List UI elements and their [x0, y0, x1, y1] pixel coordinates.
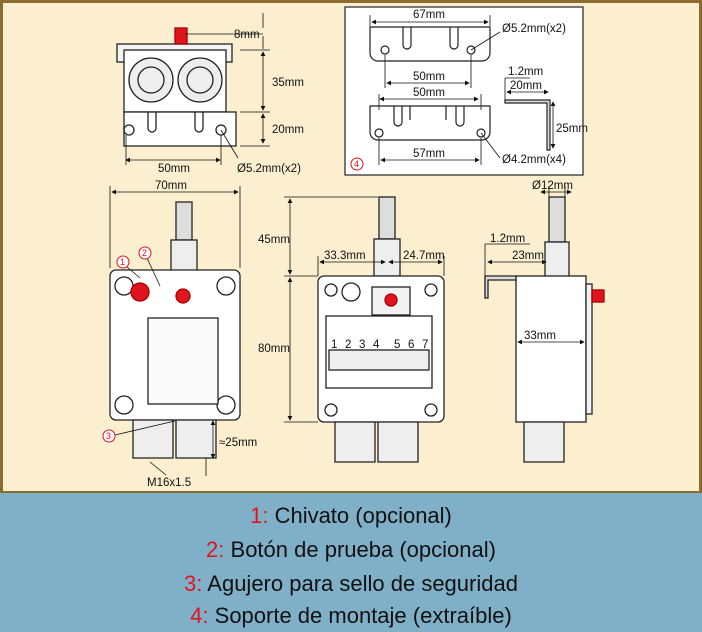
open-view-dims: [284, 196, 445, 423]
dim-hole-5-2: Ø5.2mm(x2): [237, 163, 301, 175]
bracket-dims: [369, 15, 556, 165]
dim-35mm: 35mm: [272, 77, 304, 89]
bracket-view: [369, 26, 551, 151]
callout-3: 3: [106, 431, 111, 441]
dim-33mm: 33mm: [524, 330, 556, 342]
front-view: [109, 201, 241, 459]
legend-number: 4:: [190, 603, 209, 628]
terminal-3: 3: [359, 339, 365, 351]
dim-50mm-a: 50mm: [413, 71, 445, 83]
legend-text: Botón de prueba (opcional): [224, 537, 496, 562]
terminal-7: 7: [422, 339, 428, 351]
dim-24-7mm: 24.7mm: [403, 250, 445, 262]
top-view-dims: [125, 13, 270, 165]
dim-12mm: Ø12mm: [532, 180, 573, 192]
dim-1-2mm: 1.2mm: [508, 66, 543, 78]
dim-20mm: 20mm: [272, 124, 304, 136]
callout-2: 2: [142, 248, 147, 258]
technical-drawing: 8mm 35mm 20mm 50mm Ø5.2mm(x2) 67mm Ø5.2m…: [102, 6, 605, 489]
dim-25mm: 25mm: [556, 123, 588, 135]
callout-1: 1: [120, 257, 125, 267]
dim-50mm: 50mm: [158, 163, 190, 175]
callout-3-marker: [102, 429, 116, 443]
legend-text: Agujero para sello de seguridad: [202, 571, 518, 596]
dim-hole-4-2: Ø4.2mm(x4): [502, 154, 566, 166]
callout-1-marker: [116, 255, 130, 269]
side-view: [484, 196, 605, 463]
legend-number: 3:: [184, 571, 203, 596]
legend-number: 2:: [206, 537, 225, 562]
legend-panel: 1: Chivato (opcional) 2: Botón de prueba…: [0, 491, 702, 632]
legend-item-2: 2: Botón de prueba (opcional): [0, 537, 702, 563]
dim-1-2mm-side: 1.2mm: [490, 233, 525, 245]
side-view-dims: [484, 186, 585, 345]
legend-item-3: 3: Agujero para sello de seguridad: [0, 571, 702, 597]
legend-number: 1:: [250, 503, 269, 528]
dim-57mm: 57mm: [413, 148, 445, 160]
terminal-6: 6: [408, 339, 414, 351]
terminal-1: 1: [331, 339, 337, 351]
legend-item-4: 4: Soporte de montaje (extraíble): [0, 603, 702, 629]
open-view: [317, 196, 445, 463]
dim-20mm-bracket: 20mm: [510, 80, 542, 92]
callout-4-marker: [350, 157, 364, 171]
legend-item-1: 1: Chivato (opcional): [0, 503, 702, 529]
dim-23mm: 23mm: [512, 250, 544, 262]
top-view: [116, 27, 237, 147]
dim-50mm-b: 50mm: [413, 87, 445, 99]
dim-8mm: 8mm: [234, 29, 260, 41]
dim-70mm: 70mm: [155, 180, 187, 192]
legend-text: Soporte de montaje (extraíble): [208, 603, 512, 628]
callout-2-marker: [138, 246, 152, 260]
terminal-2: 2: [345, 339, 351, 351]
dim-approx-25mm: ≈25mm: [219, 437, 257, 449]
dim-bracket-hole: Ø5.2mm(x2): [502, 23, 566, 35]
terminal-4: 4: [373, 339, 380, 351]
legend-text: Chivato (opcional): [268, 503, 452, 528]
callout-4: 4: [354, 159, 359, 169]
dim-45mm: 45mm: [258, 234, 290, 246]
front-view-dims: [109, 186, 241, 476]
dim-80mm: 80mm: [258, 343, 290, 355]
terminal-5: 5: [394, 339, 400, 351]
dim-33-3mm: 33.3mm: [324, 250, 366, 262]
dim-thread: M16x1.5: [147, 477, 191, 489]
dim-67mm: 67mm: [413, 9, 445, 21]
